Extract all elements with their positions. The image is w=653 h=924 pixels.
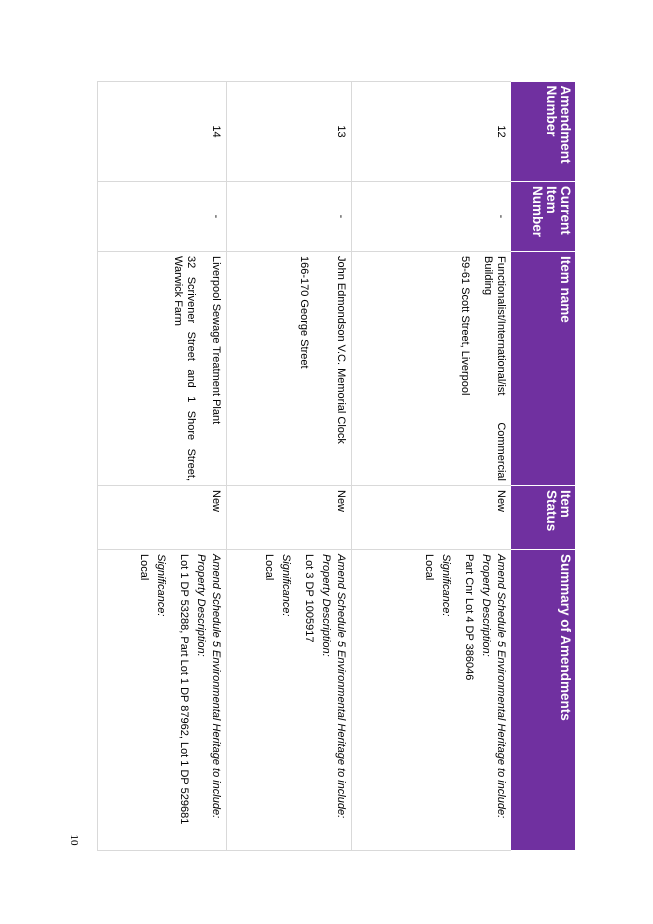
item-name-cell: Functionalist/International/ist Commerci…	[352, 251, 511, 486]
table-row: 12 - Functionalist/International/ist Com…	[352, 81, 511, 851]
summary-intro: Amend Schedule 5 Environmental Heritage …	[335, 554, 348, 819]
page-number: 10	[68, 834, 80, 846]
property-description: Lot 1 DP 53288, Part Lot 1 DP 87962, Lot…	[178, 554, 191, 825]
header-item-status: Item Status	[511, 485, 575, 550]
header-summary: Summary of Amendments	[511, 549, 575, 851]
significance-label: Significance:	[155, 554, 168, 617]
table-row: 14 - Liverpool Sewage Treatment Plant 32…	[97, 81, 227, 851]
item-status-cell: New	[227, 485, 352, 550]
amendment-number-cell: 12	[352, 81, 511, 182]
summary-intro: Amend Schedule 5 Environmental Heritage …	[210, 554, 223, 819]
summary-cell: Amend Schedule 5 Environmental Heritage …	[227, 549, 352, 851]
summary-cell: Amend Schedule 5 Environmental Heritage …	[97, 549, 227, 851]
item-address: 32 Scrivener Street and 1 Shore Street, …	[172, 256, 198, 481]
significance-value: Local	[138, 554, 151, 581]
property-description-label: Property Description:	[480, 554, 492, 657]
item-address: 166-170 George Street	[298, 256, 311, 369]
item-address: 59-61 Scott Street, Liverpool	[459, 256, 471, 396]
current-item-number-cell: -	[352, 181, 511, 252]
header-amendment-number: Amendment Number	[511, 81, 575, 182]
header-item-name: Item name	[511, 251, 575, 486]
header-current-item-number: Current Item Number	[511, 181, 575, 252]
current-item-number-cell: -	[227, 181, 352, 252]
table-header-row: Amendment Number Current Item Number Ite…	[511, 81, 575, 851]
item-name: Liverpool Sewage Treatment Plant	[210, 256, 223, 425]
significance-label: Significance:	[280, 554, 293, 617]
item-name: Functionalist/International/ist Commerci…	[482, 256, 507, 481]
table-row: 13 - John Edmondson V.C. Memorial Clock …	[227, 81, 352, 851]
item-name: John Edmondson V.C. Memorial Clock	[335, 256, 348, 444]
item-status-cell: New	[97, 485, 227, 550]
summary-cell: Amend Schedule 5 Environmental Heritage …	[352, 549, 511, 851]
item-name-cell: Liverpool Sewage Treatment Plant 32 Scri…	[97, 251, 227, 486]
amendment-number-cell: 13	[227, 81, 352, 182]
amendments-table-container: Amendment Number Current Item Number Ite…	[97, 81, 575, 851]
significance-value: Local	[423, 554, 435, 581]
significance-label: Significance:	[440, 554, 452, 617]
item-status-cell: New	[352, 485, 511, 550]
amendment-number-cell: 14	[97, 81, 227, 182]
property-description: Part Cnr Lot 4 DP 386046	[463, 554, 475, 681]
amendments-table: Amendment Number Current Item Number Ite…	[97, 81, 575, 851]
summary-intro: Amend Schedule 5 Environmental Heritage …	[495, 554, 507, 819]
item-name-cell: John Edmondson V.C. Memorial Clock 166-1…	[227, 251, 352, 486]
property-description-label: Property Description:	[320, 554, 333, 657]
current-item-number-cell: -	[97, 181, 227, 252]
property-description: Lot 3 DP 1005917	[303, 554, 316, 643]
significance-value: Local	[263, 554, 276, 581]
property-description-label: Property Description:	[195, 554, 208, 657]
